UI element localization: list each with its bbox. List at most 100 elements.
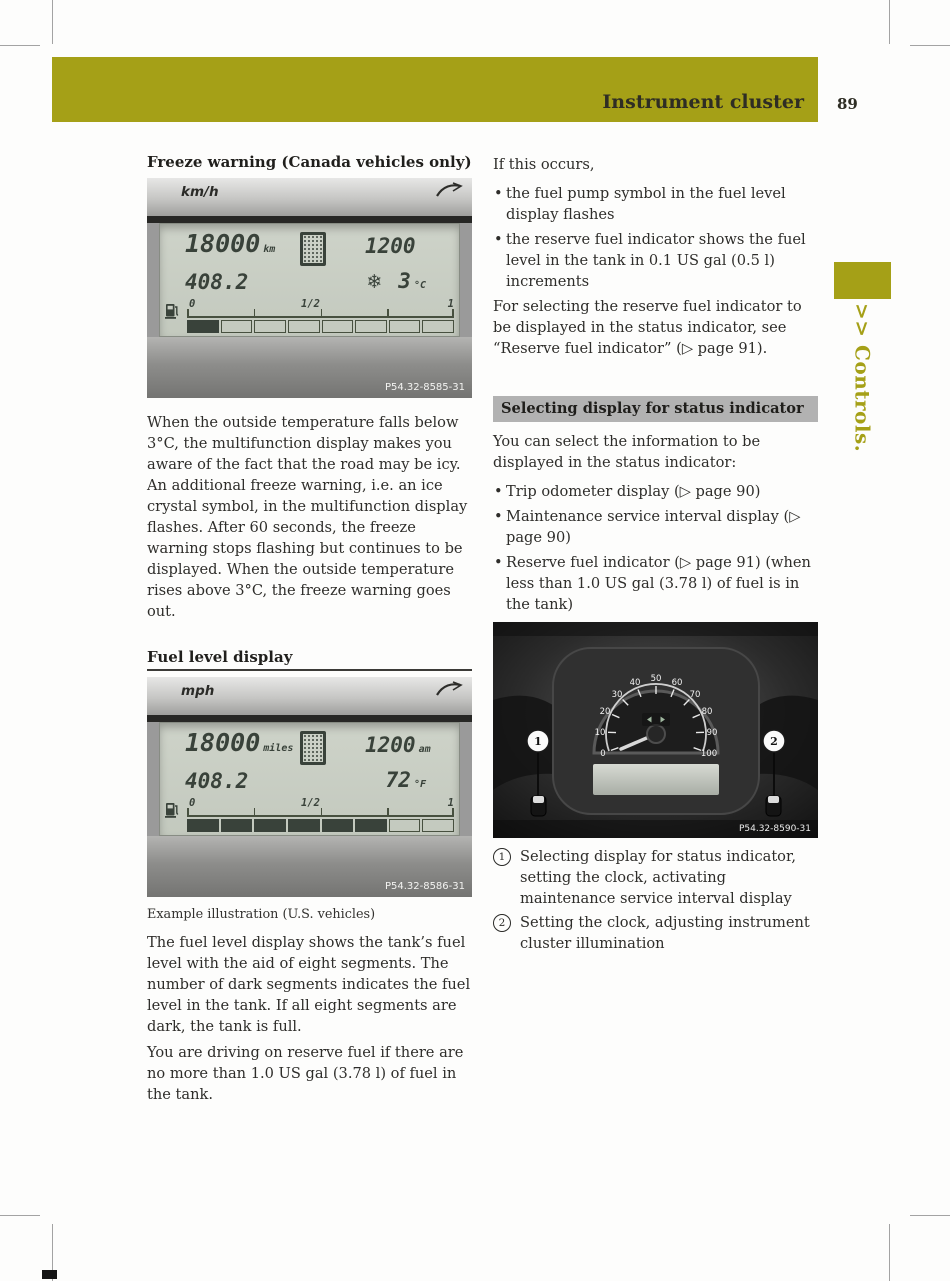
fuel-segments	[187, 819, 454, 832]
fuel-segments	[187, 320, 454, 333]
gauge-label: 20	[600, 707, 611, 717]
fuel-scale-line	[187, 309, 454, 318]
crop-mark	[0, 1215, 40, 1216]
fuel-pump-icon	[165, 304, 179, 319]
callout-1-number: 1	[534, 735, 542, 748]
photo-bottom-shadow	[493, 820, 818, 838]
cluster-bezel	[147, 836, 472, 897]
section-tab-block	[834, 262, 891, 299]
control-stalk-icon	[436, 681, 463, 696]
right-button	[765, 795, 782, 817]
needle-hub	[646, 724, 666, 744]
legend-number-circle: 1	[493, 848, 511, 866]
status-intro-paragraph: You can select the information to be dis…	[493, 433, 761, 471]
page-number: 89	[837, 95, 858, 113]
temperature-unit: °C	[413, 280, 426, 291]
gauge-label: 30	[612, 690, 623, 700]
speedometer-labels: 0 10 20 30 40 50 60 70 80 90 100	[595, 674, 718, 759]
fuel-scale-zero: 0	[189, 797, 196, 809]
intro-text: If this occurs,	[493, 156, 595, 173]
fuel-scale-zero: 0	[189, 298, 196, 310]
speed-unit-label: km/h	[181, 184, 219, 200]
legend-text: Setting the clock, adjusting instrument …	[520, 914, 810, 952]
odometer-digits: 18000	[185, 229, 261, 258]
bullet-list-top: the fuel pump symbol in the fuel level d…	[493, 183, 820, 296]
gauge-label: 80	[702, 707, 713, 717]
freeze-warning-paragraph: When the outside temperature falls below…	[147, 414, 468, 620]
bullet-text: Trip odometer display (▷ page 90)	[506, 483, 761, 500]
heading-rule	[147, 669, 472, 671]
photo-legend: 1 Selecting display for status indicator…	[493, 846, 825, 957]
gauge-label: 100	[701, 749, 717, 759]
fuel-pump-icon	[165, 803, 179, 818]
gauge-label: 50	[651, 674, 662, 684]
crop-mark	[52, 0, 53, 44]
left-arrow-indicator-icon	[647, 716, 652, 723]
fuel-scale-full: 1	[447, 797, 454, 809]
registration-mark	[42, 1270, 57, 1279]
clock-value: 1200	[365, 234, 416, 258]
speedometer-arc	[605, 683, 707, 752]
temperature-unit: °F	[413, 779, 426, 790]
bullet-text: Maintenance service interval display (▷ …	[506, 508, 801, 546]
list-item: Reserve fuel indicator (▷ page 91) (when…	[493, 552, 820, 615]
fuel-level-paragraph-2: You are driving on reserve fuel if there…	[147, 1044, 464, 1103]
crop-mark	[0, 45, 40, 46]
crop-mark	[910, 1215, 950, 1216]
fuel-level-paragraph-1: The fuel level display shows the tank’s …	[147, 934, 471, 1035]
fuel-scale-half: 1/2	[301, 797, 320, 809]
snowflake-icon: ❄	[366, 271, 383, 293]
gauge-label: 0	[600, 749, 605, 759]
section-tab: >> Controls.	[834, 303, 891, 478]
photo-reference-label: P54.32-8590-31	[739, 824, 811, 834]
gauge-label: 40	[630, 678, 641, 688]
bullet-list-status: Trip odometer display (▷ page 90) Mainte…	[493, 481, 820, 619]
display-shadow	[147, 715, 472, 722]
right-arrow-indicator-icon	[660, 716, 665, 723]
list-item: the fuel pump symbol in the fuel level d…	[493, 183, 820, 225]
gauge-face-strip: km/h	[147, 178, 472, 216]
photo-top-shadow	[493, 622, 818, 636]
instrument-cluster-photo: 0 10 20 30 40 50 60 70 80 90 100 1	[493, 622, 818, 838]
control-stalk-icon	[436, 182, 463, 197]
gauge-face-strip: mph	[147, 677, 472, 715]
callout-1-circle	[526, 729, 550, 753]
crop-mark	[889, 0, 890, 44]
fuel-scale-half: 1/2	[301, 298, 320, 310]
trip-odometer-value: 408.2	[185, 769, 249, 793]
freeze-warning-heading: Freeze warning (Canada vehicles only)	[147, 153, 472, 171]
gauge-label: 10	[595, 728, 606, 738]
status-display	[593, 764, 719, 795]
gear-selector-display	[300, 731, 326, 765]
crop-mark	[52, 1224, 53, 1281]
photo-reference-label: P54.32-8585-31	[384, 382, 465, 393]
cluster-bezel	[147, 337, 472, 398]
gear-selector-display	[300, 232, 326, 266]
temperature-readout: ❄3°C	[366, 269, 426, 293]
crop-mark	[889, 1224, 890, 1281]
gauge-label: 90	[707, 728, 718, 738]
callout-2-number: 2	[770, 735, 778, 748]
fuel-level-heading: Fuel level display	[147, 648, 293, 666]
illustration-caption: Example illustration (U.S. vehicles)	[147, 907, 376, 922]
legend-item: 1 Selecting display for status indicator…	[493, 846, 825, 909]
header-bar: Instrument cluster	[52, 57, 818, 122]
clock-digits: 1200	[365, 733, 416, 757]
fuel-scale-full: 1	[447, 298, 454, 310]
temperature-readout: 72°F	[386, 768, 426, 792]
odometer-unit: km	[263, 244, 276, 255]
legend-number-circle: 2	[493, 914, 511, 932]
callout-2-circle	[762, 729, 786, 753]
odometer-unit: miles	[263, 743, 294, 754]
list-item: the reserve fuel indicator shows the fue…	[493, 229, 820, 292]
fuel-level-gauge: 0 1/2 1	[165, 298, 456, 335]
temperature-value: 72	[385, 768, 411, 792]
speedometer-ticks	[607, 686, 705, 752]
